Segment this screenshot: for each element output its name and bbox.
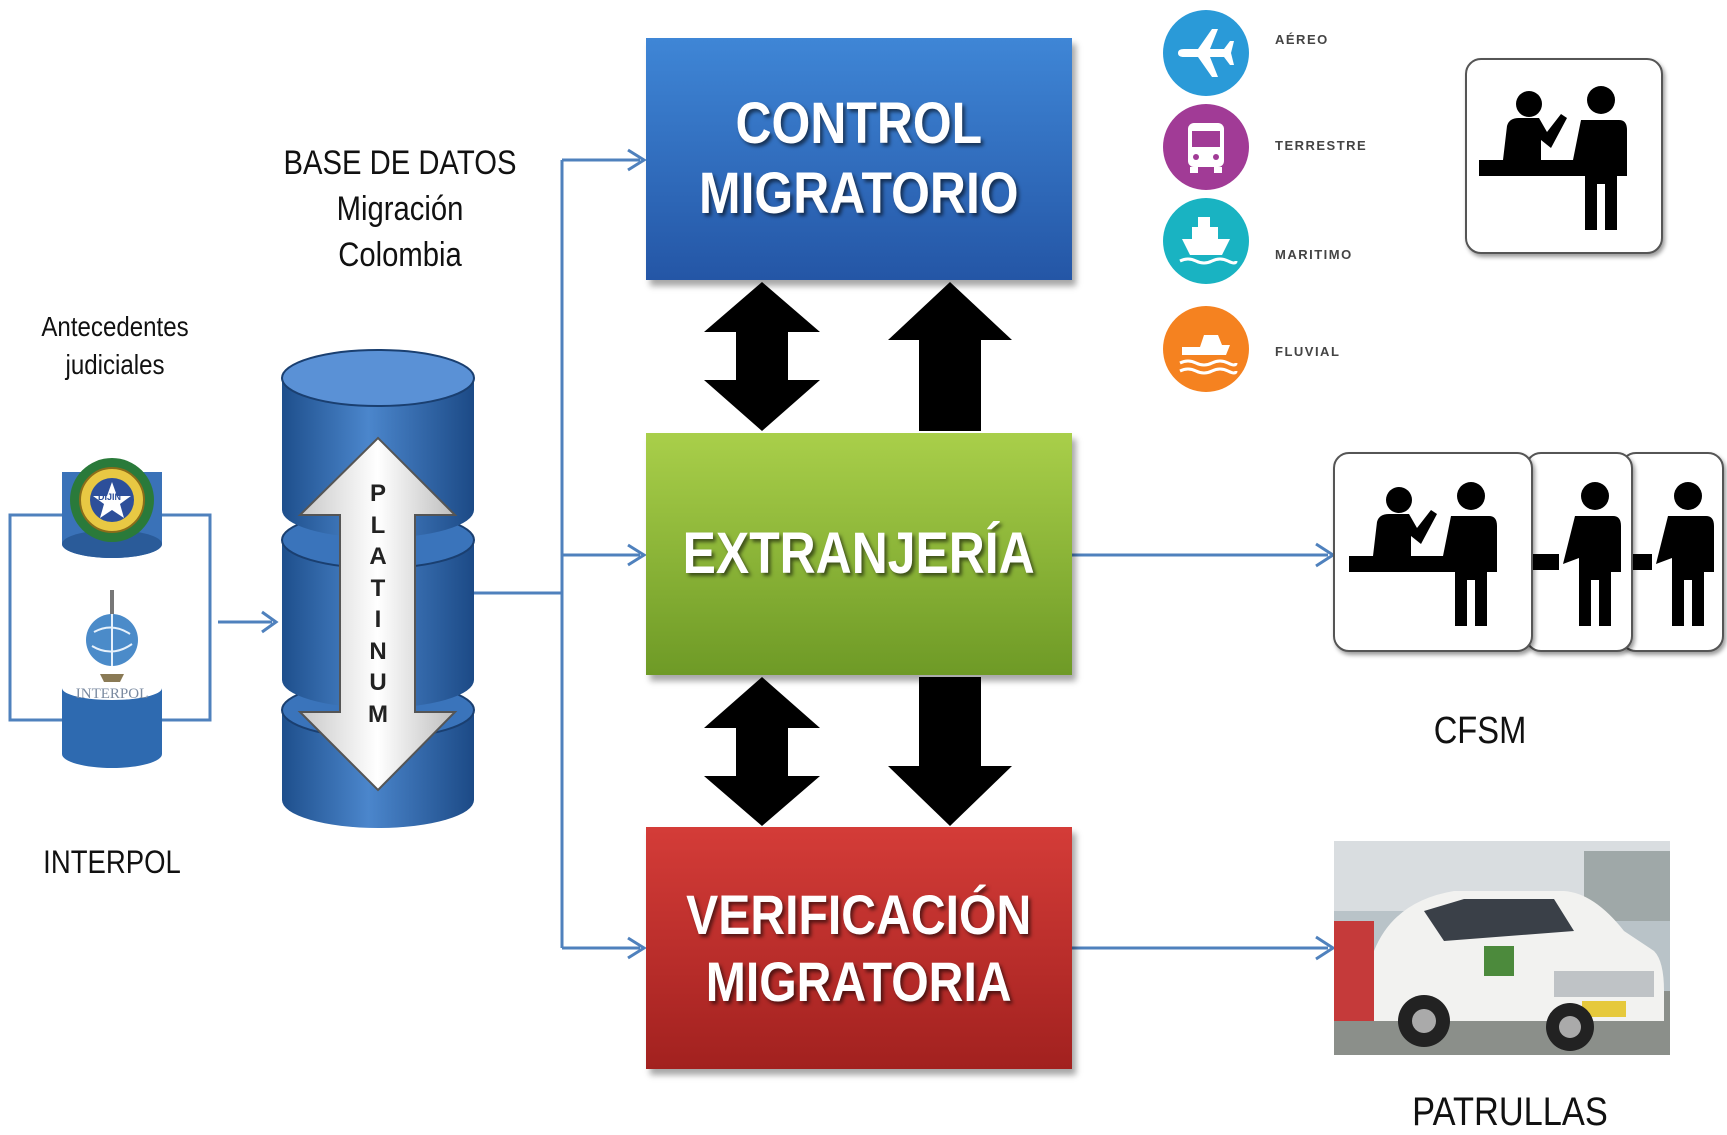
platinum-letter: P [369, 480, 386, 507]
control-migratorio-box: CONTROL MIGRATORIO [646, 38, 1072, 280]
dijin-database: DIJIN [60, 452, 164, 562]
control-extranjeria-double-arrow [704, 282, 820, 431]
interpol-logo-text: INTERPOL [75, 686, 149, 702]
dijin-logo-text: DIJIN [98, 492, 122, 502]
platinum-letter: T [370, 574, 386, 602]
cfsm-counter-icon-3 [1620, 452, 1724, 652]
extranjeria-label: EXTRANJERÍA [682, 521, 1035, 587]
interpol-label: INTERPOL [43, 844, 181, 880]
antecedentes-label: Antecedentes judiciales [41, 311, 189, 380]
database-title: BASE DE DATOS Migración Colombia [283, 144, 517, 274]
platinum-letter: M [368, 700, 388, 728]
control-migratorio-label: CONTROL MIGRATORIO [699, 91, 1019, 226]
interpol-database: INTERPOL [60, 582, 164, 772]
cfsm-label: CFSM [1433, 710, 1527, 752]
patrullas-label: PATRULLAS [1412, 1090, 1608, 1134]
extranjeria-verificacion-double-arrow [704, 677, 820, 826]
immigration-counter-icon [1465, 58, 1663, 254]
mode-label-terrestre: TERRESTRE [1275, 138, 1368, 153]
platinum-letter: A [369, 543, 387, 570]
cfsm-counter-icon-2 [1525, 452, 1633, 652]
interpol-bracket-line [8, 513, 62, 722]
mode-label-maritimo: MARITIMO [1275, 247, 1353, 262]
extranjeria-box: EXTRANJERÍA [646, 433, 1072, 675]
extranjeria-to-verificacion-arrow [888, 677, 1012, 826]
airplane-icon [1163, 10, 1249, 96]
platinum-letter: N [369, 637, 387, 665]
platinum-letter: L [370, 511, 386, 539]
cfsm-counter-icon-1 [1333, 452, 1533, 652]
mode-label-aereo: AÉREO [1275, 32, 1329, 47]
patrol-car-photo [1334, 841, 1670, 1055]
bus-icon [1163, 104, 1249, 190]
platinum-arrow [297, 436, 458, 792]
extranjeria-to-control-arrow [888, 282, 1012, 431]
platinum-letter: I [374, 606, 382, 633]
verificacion-migratoria-box: VERIFICACIÓN MIGRATORIA [646, 827, 1072, 1069]
boat-icon [1163, 306, 1249, 392]
interpol-bracket-line-right [162, 513, 212, 722]
mode-label-fluvial: FLUVIAL [1275, 344, 1341, 359]
ship-icon [1163, 198, 1249, 284]
verificacion-migratoria-label: VERIFICACIÓN MIGRATORIA [686, 882, 1032, 1013]
platinum-letter: U [369, 669, 387, 696]
